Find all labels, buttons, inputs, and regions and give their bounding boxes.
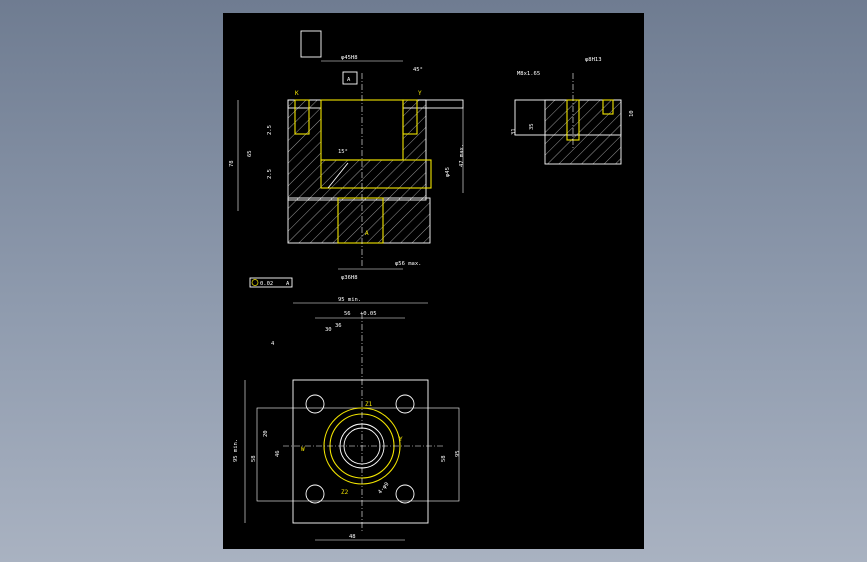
middle-step — [320, 159, 432, 189]
detail-view: φ8H13 M8x1.65 35 31 10 — [511, 57, 635, 165]
dim-h3: 65 — [247, 150, 253, 157]
hole-bottom-left — [305, 484, 325, 504]
dim-top: φ45H8 — [341, 55, 358, 61]
angle-line — [327, 162, 349, 189]
detail-dim-h: 35 — [529, 123, 535, 130]
detail-body — [544, 99, 622, 165]
detail-dim-v: 31 — [511, 128, 517, 135]
dim-h1: 2.5 — [267, 125, 273, 135]
dim-w1-tol: +0.05 — [360, 311, 377, 317]
lower-body — [287, 197, 431, 244]
datum-box — [342, 71, 358, 85]
detail-dim-thread: M8x1.65 — [517, 71, 540, 77]
dim-h-overall: 95 min. — [233, 439, 239, 462]
label-a-bottom: A — [365, 230, 369, 237]
detail-slot — [602, 99, 614, 115]
tag-box — [300, 30, 322, 58]
detail-dim-top: φ8H13 — [585, 57, 602, 63]
right-slot — [402, 99, 418, 135]
drawing-sheet[interactable]: φ45H8 A K Y 15° 45° A φ36H8 φ56 max. 78 … — [223, 13, 644, 549]
label-k: K — [295, 90, 299, 97]
tol-ref: A — [286, 281, 290, 287]
tol-value: 0.02 — [260, 281, 273, 287]
dim-right2: 95 — [455, 450, 461, 457]
dim-bottom: 48 — [349, 534, 356, 540]
cad-drawing: φ45H8 A K Y 15° 45° A φ36H8 φ56 max. 78 … — [229, 30, 635, 541]
dim-h2: 20 — [263, 430, 269, 437]
dim-right: 47 max. — [459, 144, 465, 167]
dim-w2: 36 — [335, 323, 342, 329]
dim-right1: 58 — [441, 455, 447, 462]
dim-bottom: φ36H8 — [341, 275, 358, 281]
angle-1: 45° — [413, 67, 423, 73]
plan-inner — [256, 407, 460, 502]
label-y: Y — [399, 436, 403, 443]
lower-bore — [337, 197, 384, 244]
label-y: Y — [418, 90, 422, 97]
hole-bottom-right — [395, 484, 415, 504]
angle-2: 15° — [338, 149, 348, 155]
label-z2: Z2 — [341, 489, 349, 496]
dim-h3: 46 — [275, 450, 281, 457]
dim-total: 78 — [229, 160, 235, 167]
label-z1: Z1 — [365, 401, 373, 408]
plan-view: Z1 Z2 W Y 4-φ9 95 min. 56 +0.05 30 36 4 … — [233, 297, 461, 541]
section-view: φ45H8 A K Y 15° 45° A φ36H8 φ56 max. 78 … — [229, 30, 465, 288]
dim-h1: 58 — [251, 455, 257, 462]
dim-w4: 4 — [271, 341, 275, 347]
left-slot — [294, 99, 310, 135]
label-hole: 4-φ9 — [377, 481, 390, 495]
plan-outline — [292, 379, 429, 524]
dim-side: φ45 — [445, 167, 451, 177]
dim-overall-w: 95 min. — [338, 297, 361, 303]
datum-label: A — [347, 77, 351, 83]
tol-frame — [249, 277, 293, 288]
hole-top-right — [395, 394, 415, 414]
dim-w1: 56 — [344, 311, 351, 317]
hole-top-left — [305, 394, 325, 414]
dim-w3: 30 — [325, 327, 332, 333]
tol-symbol-icon — [251, 279, 259, 286]
dim-bore: φ56 max. — [395, 261, 422, 267]
dim-h2: 2.5 — [267, 169, 273, 179]
detail-dim-r: 10 — [629, 110, 635, 117]
label-w: W — [301, 446, 305, 453]
